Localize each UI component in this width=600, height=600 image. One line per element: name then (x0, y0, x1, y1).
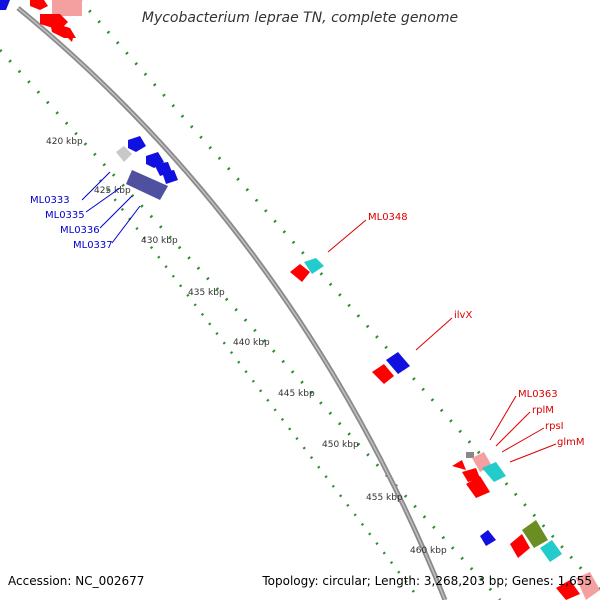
tick-label: 430 kbp (141, 236, 178, 246)
genome-backbone (16, 6, 448, 600)
gene-blue-bottom[interactable] (480, 530, 496, 546)
tick-label: 440 kbp (233, 338, 270, 348)
gene-blue-edge[interactable] (0, 0, 10, 10)
gene-red-bottom-1[interactable] (510, 534, 530, 558)
topology-text: Topology: circular; Length: 3,268,203 bp… (262, 574, 592, 588)
tick-dotted-ring (99, 179, 421, 600)
leader-line (111, 205, 141, 244)
tick-label: 435 kbp (188, 288, 225, 298)
gene-cluster-ilvx[interactable] (372, 352, 410, 384)
tick-label: 450 kbp (322, 440, 359, 450)
leader-line (85, 187, 121, 213)
leader-line (99, 195, 133, 229)
gene-cyan-363[interactable] (482, 462, 506, 482)
gene-blue-ilvx[interactable] (386, 352, 410, 374)
gene-red-ilvx[interactable] (372, 364, 394, 384)
leader-line (489, 395, 517, 441)
tick-label: 445 kbp (278, 389, 315, 399)
gene-pink-bottom[interactable] (576, 572, 600, 600)
gene-red-3[interactable] (50, 22, 76, 38)
gene-cluster-bottom[interactable] (480, 520, 600, 600)
leader-line (327, 219, 367, 253)
gene-blue-4[interactable] (162, 170, 178, 184)
tick-labels: 420 kbp 425 kbp 430 kbp 435 kbp 440 kbp … (46, 137, 447, 556)
tick-label: 460 kbp (410, 546, 447, 556)
gene-label-red[interactable]: ML0348 (368, 212, 408, 223)
tick-label: 455 kbp (366, 493, 403, 503)
gene-label-blue[interactable]: ML0336 (60, 225, 100, 236)
gene-red-363b[interactable] (462, 468, 480, 482)
gene-cyan-348[interactable] (304, 258, 324, 274)
accession-text: Accession: NC_002677 (8, 574, 145, 588)
gene-cluster-425[interactable] (116, 136, 178, 200)
gene-olive-1[interactable] (522, 520, 548, 548)
outer-dotted-ring (78, 0, 600, 591)
map-title: Mycobacterium leprae TN, complete genome (141, 10, 459, 26)
tick-label: 420 kbp (46, 137, 83, 147)
gene-cluster-363[interactable] (452, 452, 506, 498)
gene-red-348a[interactable] (290, 264, 310, 282)
gene-label-red[interactable]: ilvX (454, 310, 472, 321)
leader-line (495, 411, 531, 447)
leader-line (501, 427, 545, 453)
gene-gray-363[interactable] (466, 452, 474, 458)
gene-cyan-bottom[interactable] (540, 540, 562, 562)
blue-gene-labels: ML0333 ML0335 ML0336 ML0337 (30, 171, 141, 251)
leader-line (509, 443, 557, 463)
genome-backbone-highlight (17, 7, 446, 600)
gene-slate-1[interactable] (126, 170, 168, 200)
red-gene-labels: ML0348 ilvX ML0363 rplM rpsI glmM (327, 212, 585, 463)
gene-label-red[interactable]: rplM (532, 405, 554, 416)
gene-label-red[interactable]: glmM (557, 437, 585, 448)
gene-blue-1[interactable] (128, 136, 146, 152)
gene-pink-1[interactable] (52, 0, 82, 16)
gene-label-blue[interactable]: ML0335 (45, 210, 85, 221)
gene-cluster-top[interactable] (0, 0, 82, 42)
gene-red-363a[interactable] (452, 460, 466, 470)
gene-red-bottom-2[interactable] (556, 580, 580, 600)
gene-cluster-348[interactable] (290, 258, 324, 282)
gene-red-4[interactable] (66, 34, 74, 42)
gene-label-blue[interactable]: ML0337 (73, 240, 113, 251)
leader-line (415, 317, 453, 351)
gene-red-1[interactable] (30, 0, 48, 10)
leader-line (81, 171, 111, 201)
inner-dotted-ring (0, 48, 502, 600)
gene-label-red[interactable]: ML0363 (518, 389, 558, 400)
tick-label: 425 kbp (94, 186, 131, 196)
gene-label-red[interactable]: rpsI (545, 421, 564, 432)
gene-label-blue[interactable]: ML0333 (30, 195, 70, 206)
gene-red-363c[interactable] (466, 476, 490, 498)
gene-gray-1[interactable] (116, 146, 132, 162)
